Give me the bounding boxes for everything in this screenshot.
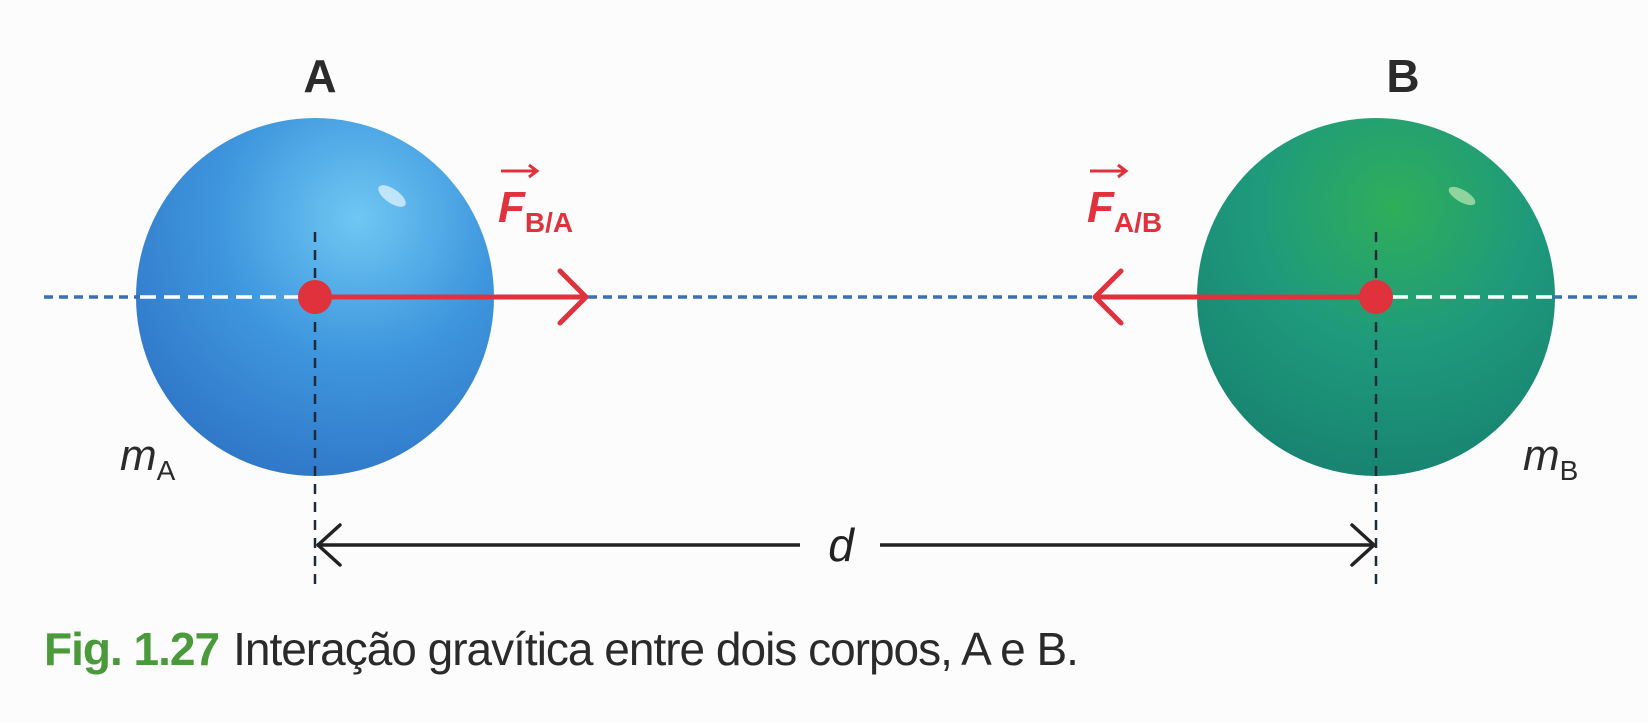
force-label-b-on-a: FB/A [498, 163, 573, 238]
force-subscript-b-on-a: B/A [525, 207, 573, 238]
caption-text: Interação gravítica entre dois corpos, A… [233, 623, 1079, 675]
mass-subscript-b: B [1560, 455, 1579, 486]
center-point-a [298, 280, 332, 314]
body-label-b: B [1386, 50, 1419, 102]
figure-number: Fig. 1.27 [44, 623, 220, 675]
svg-text:FA/B: FA/B [1087, 183, 1162, 238]
vector-arrow-head-icon [528, 163, 540, 179]
sphere-b-highlight [1448, 186, 1476, 206]
sphere-a-highlight [378, 185, 406, 207]
mass-symbol-b: m [1523, 431, 1560, 480]
mass-subscript-a: A [157, 455, 176, 486]
mass-label-b: mB [1523, 431, 1578, 486]
svg-text:FB/A: FB/A [498, 183, 573, 238]
force-subscript-a-on-b: A/B [1114, 207, 1162, 238]
force-symbol-b-on-a: F [498, 183, 526, 232]
distance-arrowhead-right [1350, 523, 1376, 567]
force-symbol-a-on-b: F [1087, 183, 1115, 232]
distance-arrowhead-left [316, 523, 342, 567]
force-label-a-on-b: FA/B [1087, 163, 1162, 238]
mass-symbol-a: m [120, 431, 157, 480]
force-arrowhead-b-on-a [557, 268, 589, 326]
body-label-a: A [303, 50, 336, 102]
distance-label: d [828, 519, 855, 571]
center-point-b [1359, 280, 1393, 314]
vector-arrow-head-icon [1117, 163, 1129, 179]
mass-label-a: mA [120, 431, 176, 486]
force-arrowhead-a-on-b [1092, 268, 1124, 326]
